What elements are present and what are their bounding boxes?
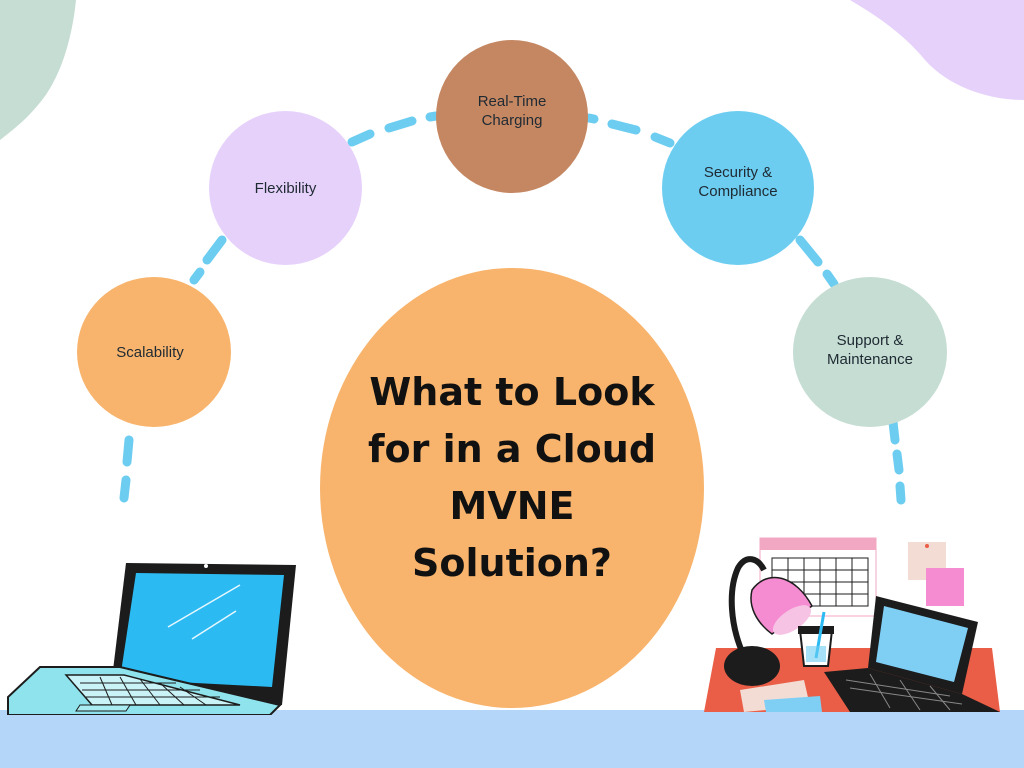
node-scalability: Scalability — [77, 277, 231, 427]
desk-illustration — [704, 537, 1000, 712]
node-scalability-label: Scalability — [116, 343, 184, 361]
purple-corner-blob — [850, 0, 1024, 100]
node-security-label-line2: Compliance — [698, 183, 778, 200]
node-real-time-charging: Real-Time Charging — [436, 40, 588, 193]
center-circle: What to Look for in a Cloud MVNE Solutio… — [320, 268, 704, 708]
node-support-label-line1: Support & — [836, 332, 904, 349]
desk-lamp-illustration — [724, 556, 813, 686]
laptop-on-desk-illustration — [824, 596, 1000, 712]
drink-cup-illustration — [798, 611, 834, 667]
node-flexibility: Flexibility — [209, 111, 362, 265]
green-corner-blob — [0, 0, 76, 140]
node-real-time-label-line2: Charging — [481, 111, 543, 129]
node-real-time-label-line1: Real-Time — [477, 92, 547, 110]
node-security-compliance: Security & Compliance — [662, 111, 814, 265]
laptop-illustration — [7, 563, 296, 715]
center-title: What to Look for in a Cloud MVNE Solutio… — [367, 370, 657, 585]
node-support-label-line2: Maintenance — [827, 351, 913, 368]
node-support-maintenance: Support & Maintenance — [793, 277, 947, 427]
node-security-label-line1: Security & — [703, 164, 773, 181]
sticky-notes-illustration — [908, 542, 964, 606]
node-flexibility-label: Flexibility — [254, 179, 317, 197]
floor-band — [0, 710, 1024, 768]
